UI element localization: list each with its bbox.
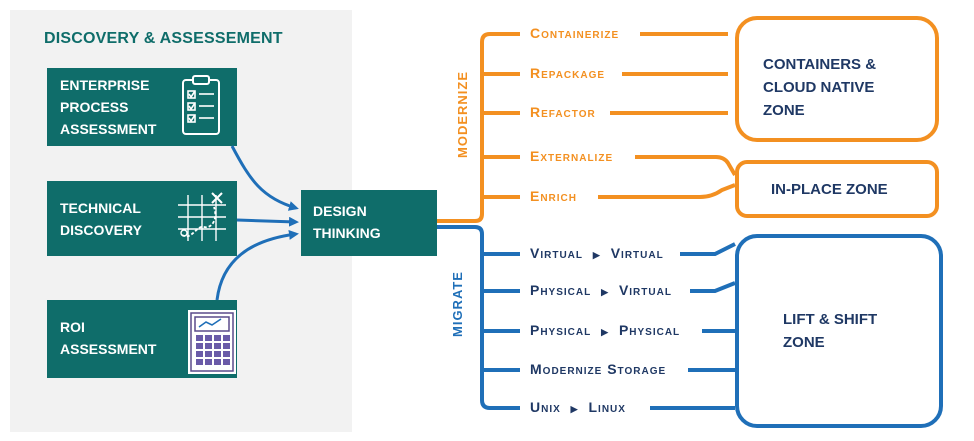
- migrate-to: Linux: [588, 399, 626, 415]
- modernize-item-containerize: Containerize: [530, 25, 620, 41]
- box-line: ROI: [60, 319, 85, 335]
- migrate-from: Physical: [530, 282, 592, 298]
- in-place-zone: IN-PLACE ZONE: [735, 160, 939, 218]
- migrate-to: Physical: [618, 322, 681, 338]
- modernize-item-repackage: Repackage: [530, 65, 606, 81]
- migrate-item-physical-virtual: Physical ▶ Virtual: [530, 282, 672, 298]
- zone-line: IN-PLACE ZONE: [771, 181, 888, 198]
- migrate-item-physical-physical: Physical ▶ Physical: [530, 322, 680, 338]
- box-line: DESIGN: [313, 203, 367, 219]
- modernize-item-externalize: Externalize: [530, 148, 614, 164]
- modernize-label: MODERNIZE: [455, 71, 470, 158]
- zone-line: CONTAINERS &: [763, 56, 877, 73]
- migrate-to: Virtual: [610, 245, 664, 261]
- box-line: TECHNICAL: [60, 200, 141, 216]
- migrate-item-modernize-storage: Modernize Storage: [530, 361, 666, 377]
- migrate-from: Physical: [530, 322, 592, 338]
- migrate-item-virtual-virtual: Virtual ▶ Virtual: [530, 245, 664, 261]
- migrate-from: Modernize Storage: [530, 361, 667, 377]
- clipboard-checklist-icon: [179, 74, 223, 138]
- modernize-item-enrich: Enrich: [530, 188, 578, 204]
- migrate-label: MIGRATE: [450, 271, 465, 337]
- migrate-from: Unix: [530, 399, 561, 415]
- box-line: ASSESSMENT: [60, 121, 157, 137]
- modernize-item-refactor: Refactor: [530, 104, 596, 120]
- migrate-item-unix-linux: Unix ▶ Linux: [530, 399, 626, 415]
- design-thinking-box: DESIGN THINKING: [301, 190, 437, 256]
- enterprise-process-assessment-box: ENTERPRISE PROCESS ASSESSMENT: [47, 68, 237, 146]
- containers-cloud-native-zone: CONTAINERS & CLOUD NATIVE ZONE: [735, 16, 939, 142]
- technical-discovery-box: TECHNICAL DISCOVERY: [47, 181, 237, 256]
- chevron-right-icon: ▶: [570, 404, 579, 414]
- discovery-title: DISCOVERY & ASSESSEMENT: [44, 30, 283, 47]
- migrate-from: Virtual: [530, 245, 583, 261]
- box-line: PROCESS: [60, 99, 129, 115]
- zone-line: ZONE: [783, 334, 825, 351]
- chevron-right-icon: ▶: [601, 287, 610, 297]
- zone-line: CLOUD NATIVE: [763, 79, 875, 96]
- migrate-to: Virtual: [618, 282, 672, 298]
- box-line: DISCOVERY: [60, 222, 142, 238]
- box-line: ENTERPRISE: [60, 77, 150, 93]
- zone-line: ZONE: [763, 102, 805, 119]
- strategy-map-icon: [174, 189, 230, 247]
- lift-and-shift-zone: LIFT & SHIFT ZONE: [735, 234, 943, 428]
- chevron-right-icon: ▶: [601, 327, 610, 337]
- box-line: ASSESSMENT: [60, 341, 157, 357]
- calculator-icon: [188, 310, 236, 374]
- zone-line: LIFT & SHIFT: [783, 311, 878, 328]
- box-line: THINKING: [313, 225, 381, 241]
- chevron-right-icon: ▶: [592, 250, 601, 260]
- roi-assessment-box: ROI ASSESSMENT: [47, 300, 237, 378]
